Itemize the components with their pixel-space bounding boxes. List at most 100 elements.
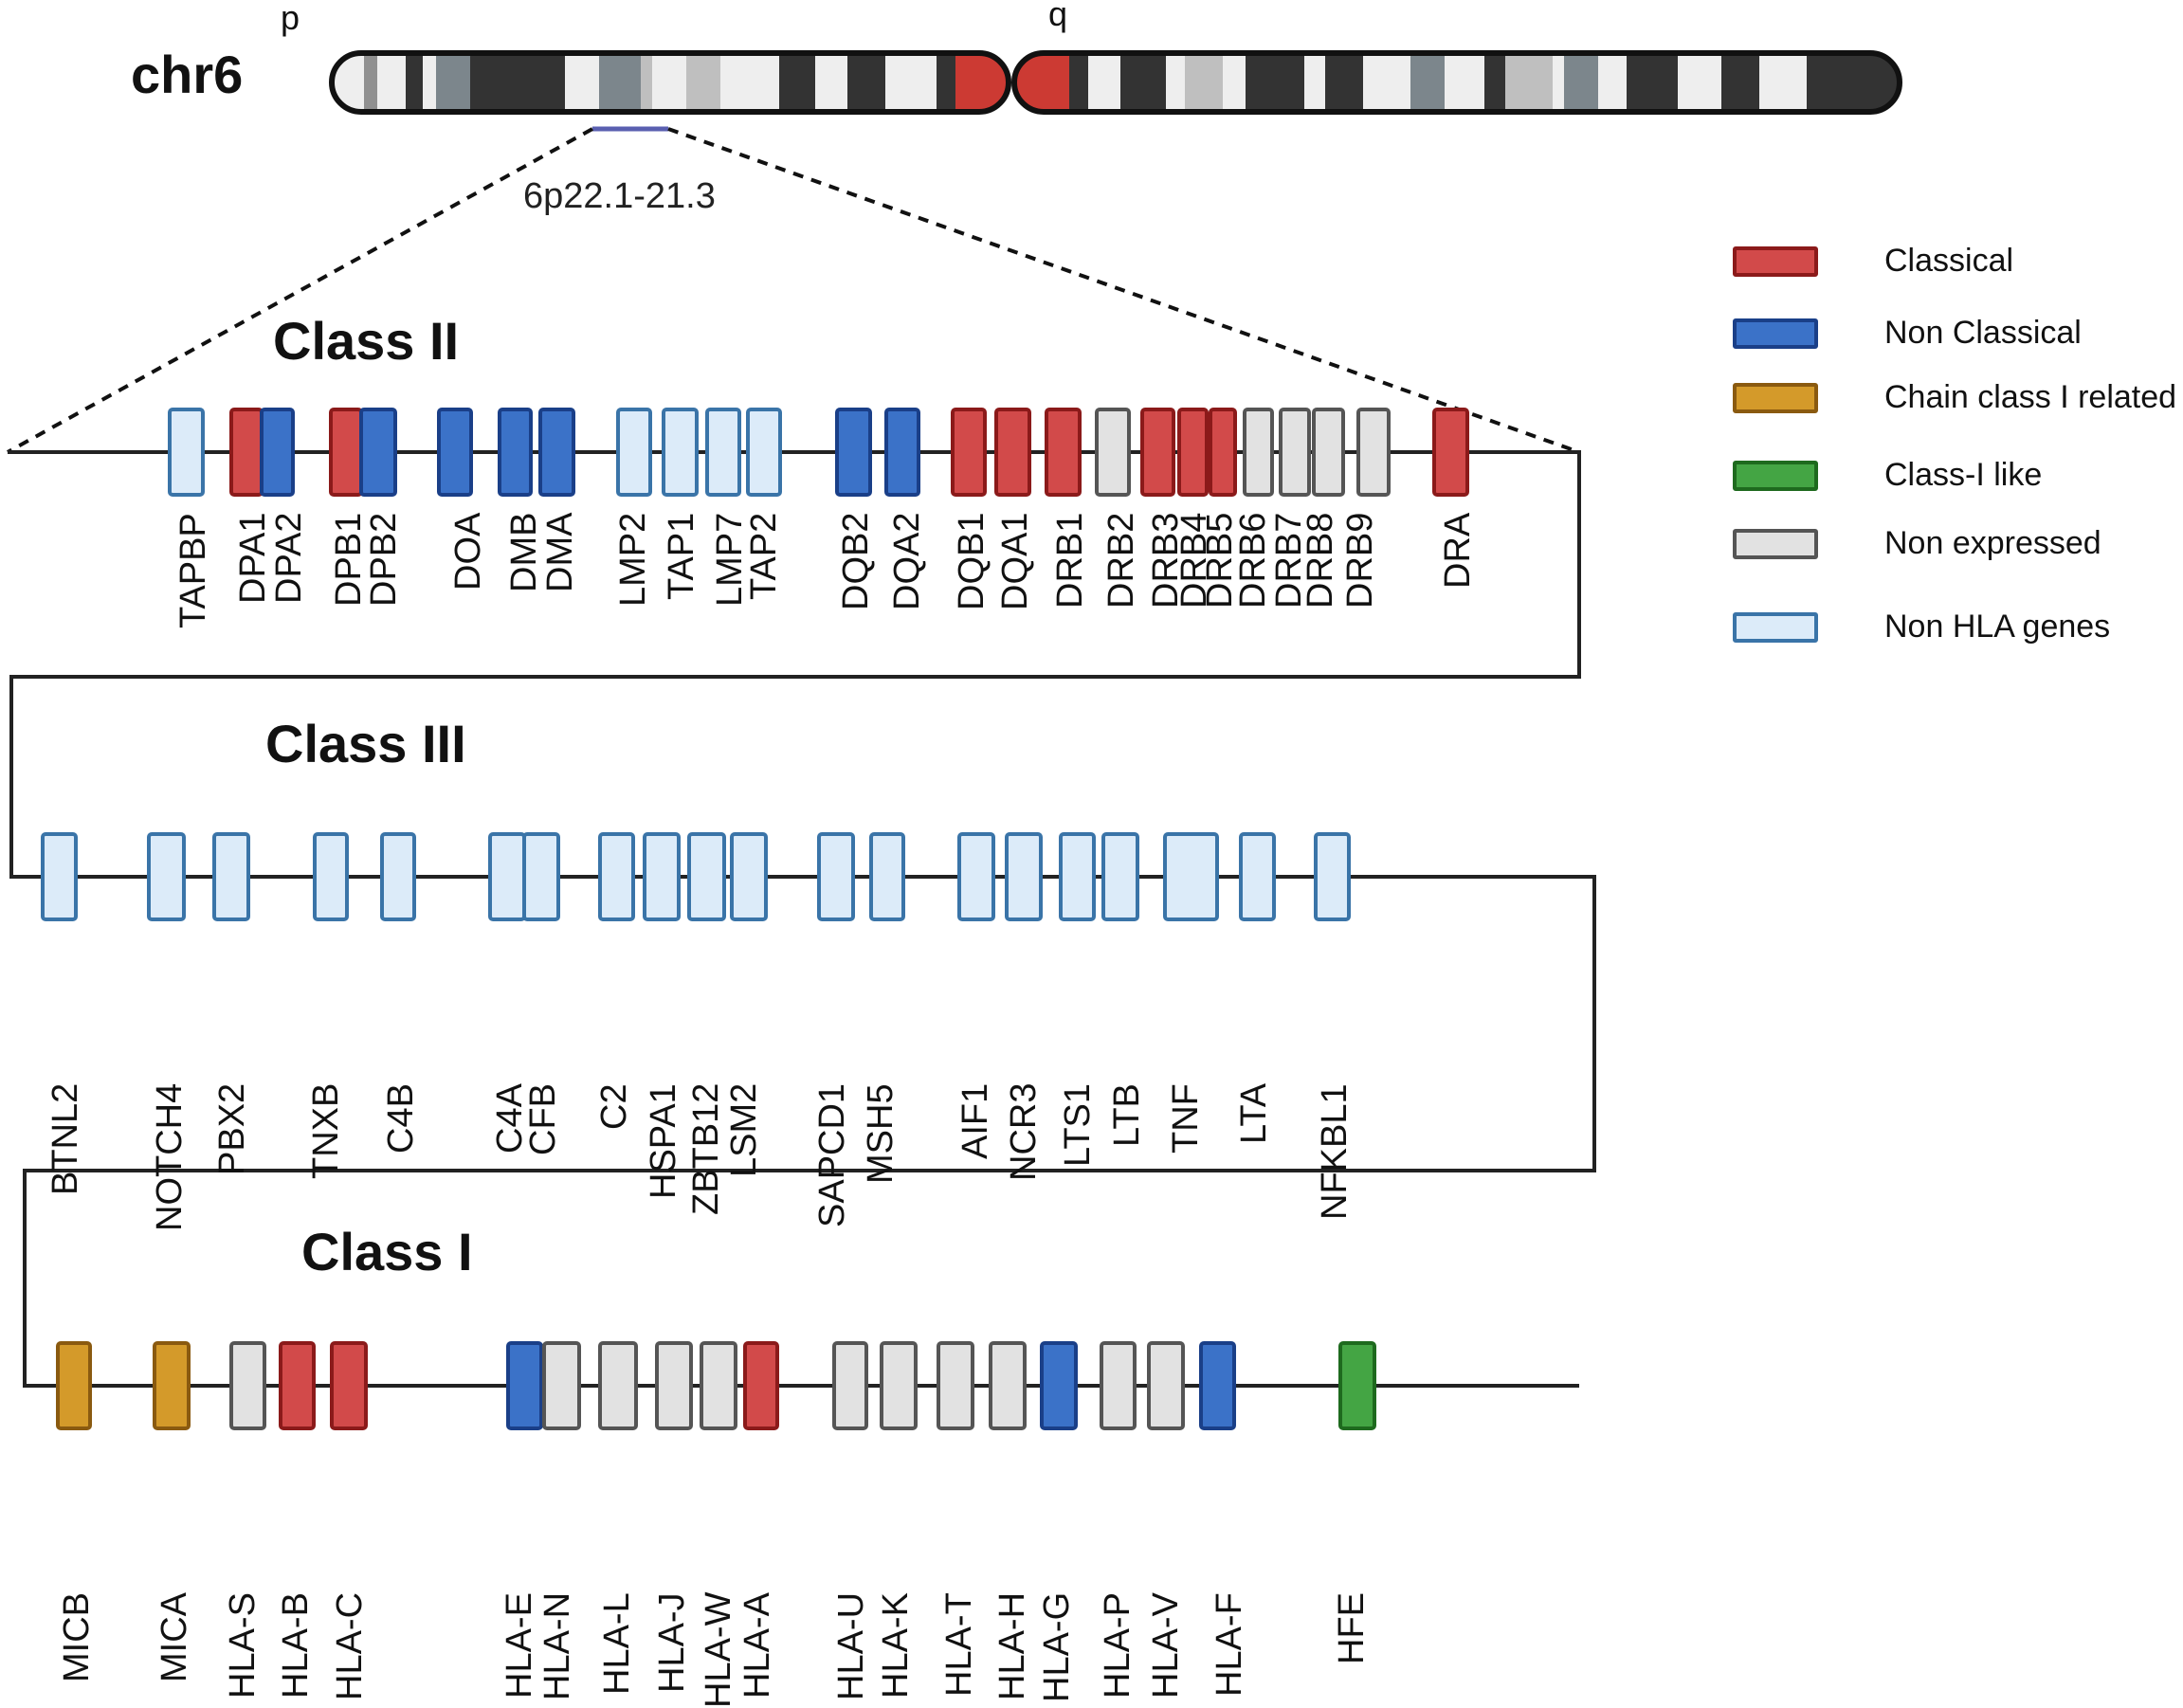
gene-label-drb6: DRB6 — [1233, 512, 1273, 609]
gene-box-hla-a — [743, 1341, 779, 1430]
legend-label: Class-I like — [1884, 457, 2043, 493]
gene-label-lts1: LTS1 — [1058, 1082, 1098, 1167]
gene-label-sapcd1: SAPCD1 — [812, 1082, 852, 1227]
classical-swatch — [1733, 246, 1818, 277]
gene-label-tap2: TAP2 — [744, 512, 784, 600]
gene-box-tap2 — [746, 408, 782, 497]
gene-label-lta: LTA — [1234, 1082, 1274, 1144]
gene-label-drb8: DRB8 — [1301, 512, 1340, 609]
gene-box-notch4 — [147, 832, 186, 921]
gene-box-tapbp — [168, 408, 205, 497]
gene-label-ncr3: NCR3 — [1004, 1082, 1044, 1181]
gene-label-hfe: HFE — [1332, 1592, 1372, 1664]
mhc-diagram — [7, 50, 1902, 1430]
gene-box-drb6 — [1243, 408, 1274, 497]
gene-label-doa: DOA — [448, 512, 488, 591]
gene-box-drb5 — [1209, 408, 1237, 497]
gene-box-hla-f — [1199, 1341, 1236, 1430]
gene-box-zbtb12 — [687, 832, 726, 921]
gene-box-aif1 — [957, 832, 995, 921]
gene-box-dma — [538, 408, 575, 497]
legend-label: Classical — [1884, 243, 2014, 279]
gene-label-hla-c: HLA-C — [330, 1591, 370, 1700]
gene-label-micb: MICB — [57, 1592, 97, 1682]
gene-label-btnl2: BTNL2 — [45, 1082, 85, 1195]
gene-box-lts1 — [1059, 832, 1096, 921]
gene-label-c2: C2 — [594, 1083, 634, 1130]
gene-box-lmp7 — [705, 408, 741, 497]
gene-box-doa — [437, 408, 473, 497]
gene-box-dpb2 — [359, 408, 397, 497]
gene-label-tnxb: TNXB — [306, 1082, 346, 1179]
gene-label-hla-e: HLA-E — [500, 1592, 539, 1699]
gene-label-msh5: MSH5 — [861, 1083, 900, 1184]
gene-box-hla-w — [700, 1341, 737, 1430]
gene-label-cfb: CFB — [523, 1083, 563, 1155]
gene-label-lmp2: LMP2 — [613, 512, 653, 607]
gene-label-hla-s: HLA-S — [223, 1592, 263, 1699]
gene-box-drb3 — [1140, 408, 1175, 497]
gene-label-aif1: AIF1 — [955, 1082, 995, 1159]
gene-label-hla-w: HLA-W — [699, 1591, 738, 1708]
gene-label-hla-k: HLA-K — [876, 1592, 916, 1699]
genomic-backbone — [8, 450, 1596, 1388]
gene-box-dqa1 — [994, 408, 1031, 497]
gene-label-dqb2: DQB2 — [836, 512, 876, 610]
class-ii-title: Class II — [273, 311, 460, 371]
gene-box-hla-n — [542, 1341, 581, 1430]
gene-label-hla-v: HLA-V — [1146, 1592, 1186, 1699]
gene-box-drb4 — [1177, 408, 1209, 497]
gene-label-notch4: NOTCH4 — [150, 1082, 190, 1231]
gene-box-tnf — [1163, 832, 1219, 921]
gene-label-lsm2: LSM2 — [724, 1082, 764, 1177]
zoom-lines — [7, 127, 1580, 454]
gene-box-hla-e — [506, 1341, 543, 1430]
gene-box-nfkbl1 — [1314, 832, 1351, 921]
gene-box-hla-c — [330, 1341, 368, 1430]
gene-box-hla-k — [880, 1341, 918, 1430]
gene-label-lmp7: LMP7 — [710, 512, 750, 607]
gene-label-dma: DMA — [540, 512, 580, 592]
chromosome-ideogram — [329, 50, 1902, 132]
gene-box-hspa1 — [643, 832, 681, 921]
gene-box-hla-j — [655, 1341, 693, 1430]
gene-label-dpa2: DPA2 — [269, 512, 309, 604]
gene-label-hla-l: HLA-L — [597, 1592, 637, 1695]
class-i-title: Class I — [301, 1222, 473, 1281]
gene-box-lta — [1239, 832, 1276, 921]
gene-label-hla-t: HLA-T — [939, 1592, 979, 1697]
gene-label-dqa2: DQA2 — [887, 512, 927, 610]
gene-label-nfkbl1: NFKBL1 — [1315, 1083, 1355, 1220]
gene-label-dpb1: DPB1 — [329, 512, 369, 607]
gene-box-ltb — [1101, 832, 1139, 921]
gene-box-hla-s — [229, 1341, 266, 1430]
gene-box-tap1 — [662, 408, 699, 497]
gene-box-micb — [56, 1341, 92, 1430]
gene-box-hla-l — [598, 1341, 638, 1430]
gene-box-hla-t — [937, 1341, 974, 1430]
gene-label-hla-b: HLA-B — [276, 1592, 316, 1699]
non-classical-swatch — [1733, 318, 1818, 349]
legend-label: Chain class I related — [1884, 379, 2177, 415]
q-arm-label: q — [1048, 0, 1068, 33]
gene-box-cfb — [522, 832, 560, 921]
gene-box-c4b — [380, 832, 416, 921]
gene-box-msh5 — [869, 832, 905, 921]
chromosome-name: chr6 — [131, 45, 244, 104]
gene-box-tnxb — [313, 832, 349, 921]
gene-box-dqa2 — [884, 408, 920, 497]
gene-box-hla-h — [989, 1341, 1027, 1430]
gene-label-tapbp: TAPBP — [173, 513, 213, 628]
gene-box-dmb — [498, 408, 533, 497]
gene-box-dqb1 — [951, 408, 987, 497]
gene-box-hla-g — [1040, 1341, 1078, 1430]
gene-label-dqa1: DQA1 — [995, 512, 1035, 610]
gene-box-mica — [153, 1341, 191, 1430]
gene-box-hla-v — [1147, 1341, 1185, 1430]
band-label: 6p22.1-21.3 — [523, 176, 716, 216]
class-i-like-swatch — [1733, 461, 1818, 491]
non-expressed-swatch — [1733, 529, 1818, 559]
gene-box-dpa2 — [260, 408, 295, 497]
gene-label-hspa1: HSPA1 — [644, 1083, 683, 1199]
gene-label-tap1: TAP1 — [662, 512, 701, 600]
